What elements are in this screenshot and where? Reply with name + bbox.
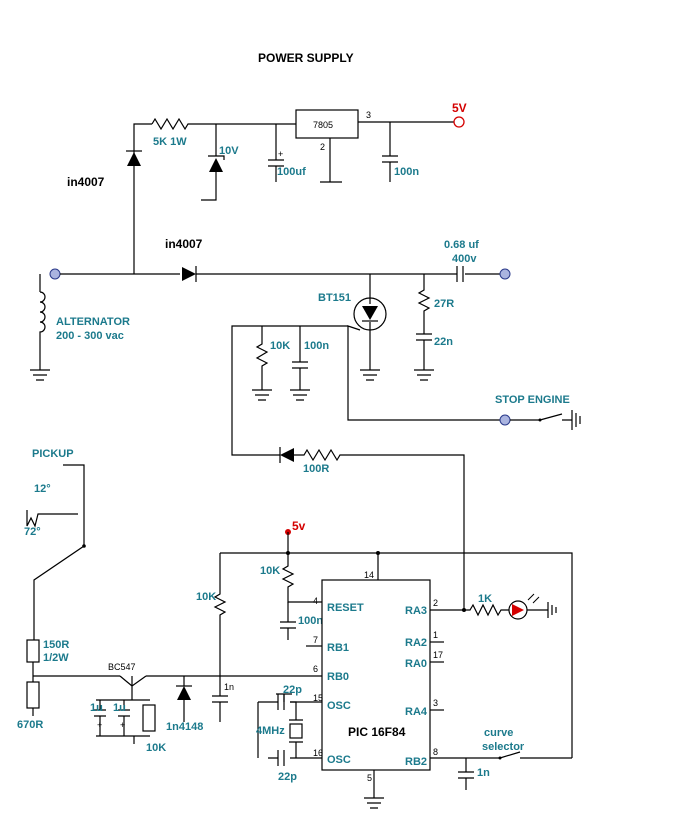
label-pin5: 5 <box>367 773 372 783</box>
resistor-5k <box>151 117 296 131</box>
label-5v-top: 5V <box>452 101 467 115</box>
label-pin7: 7 <box>313 635 318 645</box>
zener-diode <box>209 158 223 172</box>
label-068uf: 0.68 uf <box>444 239 479 251</box>
pic-section: 5v 10K 100n 14 RESET 4 RB1 7 RB0 6 OSC 1… <box>220 519 573 809</box>
label-150r: 150R <box>43 639 69 651</box>
label-10k-emitter: 10K <box>146 742 166 754</box>
label-10k-gate: 10K <box>270 340 290 352</box>
resistor-150r <box>26 639 40 663</box>
diode-in4007-b <box>182 267 196 281</box>
pic16f84-chip <box>321 579 431 771</box>
svg-text:+: + <box>278 149 283 159</box>
label-stop-engine: STOP ENGINE <box>495 394 570 406</box>
diode-1n4148 <box>177 686 191 700</box>
label-osc1: OSC <box>327 700 351 712</box>
label-rb2: RB2 <box>405 756 427 768</box>
terminal-stop-engine <box>499 414 511 426</box>
label-670r: 670R <box>17 719 43 731</box>
label-rb0: RB0 <box>327 671 349 683</box>
label-ra0: RA0 <box>405 658 427 670</box>
label-7805: 7805 <box>313 120 333 130</box>
label-72deg: 72° <box>24 526 41 538</box>
label-10k-base: 10K <box>196 591 216 603</box>
label-12deg: 12° <box>34 483 51 495</box>
label-in4007-a: in4007 <box>67 175 105 189</box>
label-in4007-b: in4007 <box>165 237 203 251</box>
label-bc547: BC547 <box>108 662 136 672</box>
label-100n-gate: 100n <box>304 340 329 352</box>
label-osc2: OSC <box>327 754 351 766</box>
label-pin16: 16 <box>313 748 323 758</box>
crystal-4mhz <box>289 723 303 739</box>
label-400v: 400v <box>452 253 477 265</box>
label-1u-a: 1u <box>90 702 103 714</box>
diode-in4007-a <box>127 152 141 166</box>
label-100n-reset: 100n <box>298 615 323 627</box>
label-reg-pin2: 2 <box>320 142 325 152</box>
label-pin6: 6 <box>313 664 318 674</box>
label-1u-b: 1u <box>113 702 126 714</box>
label-pin17: 17 <box>433 650 443 660</box>
label-1n-rb2: 1n <box>477 767 490 779</box>
alternator-coil <box>39 274 46 370</box>
label-pin1: 1 <box>433 630 438 640</box>
regulator-7805 <box>295 109 359 139</box>
resistor-10k-emitter <box>142 704 156 732</box>
label-alternator: ALTERNATOR <box>56 316 130 328</box>
hv-line-section: in4007 0.68 uf 400v ALTERNATOR 200 - 300… <box>30 237 581 610</box>
label-150r-watt: 1/2W <box>43 652 69 664</box>
label-ra3: RA3 <box>405 605 427 617</box>
label-pin2: 2 <box>433 598 438 608</box>
label-4mhz: 4MHz <box>256 725 285 737</box>
label-alternator-range: 200 - 300 vac <box>56 330 124 342</box>
label-pin8: 8 <box>433 747 438 757</box>
svg-text:+: + <box>97 720 102 730</box>
resistor-670r <box>26 681 40 709</box>
terminal-alternator <box>49 268 61 280</box>
terminal-output <box>499 268 511 280</box>
label-5v-mid: 5v <box>292 519 306 533</box>
label-22p-a: 22p <box>283 684 302 696</box>
label-bt151: BT151 <box>318 292 351 304</box>
label-5k: 5K 1W <box>153 136 187 148</box>
label-pin4: 4 <box>313 596 318 606</box>
label-pin3: 3 <box>433 698 438 708</box>
label-reg-pin3: 3 <box>366 110 371 120</box>
label-reset: RESET <box>327 602 364 614</box>
label-chip: PIC 16F84 <box>348 725 406 739</box>
pickup-section: PICKUP 12° 72° 150R 1/2W 670R BC547 1u 1… <box>17 448 234 754</box>
power-supply-section: in4007 5K 1W 10V + 100uf 7805 2 3 5V 100… <box>67 101 467 274</box>
label-selector: selector <box>482 741 525 753</box>
label-ra4: RA4 <box>405 706 428 718</box>
label-pin14: 14 <box>364 570 374 580</box>
label-ra2: RA2 <box>405 637 427 649</box>
label-10k-reset: 10K <box>260 565 280 577</box>
label-22p-b: 22p <box>278 771 297 783</box>
label-100uf: 100uf <box>277 166 306 178</box>
label-100n-top: 100n <box>394 166 419 178</box>
label-rb1: RB1 <box>327 642 349 654</box>
svg-text:+: + <box>120 720 125 730</box>
label-zener: 10V <box>219 145 239 157</box>
label-100r: 100R <box>303 463 329 475</box>
terminal-5v-top <box>453 116 465 128</box>
label-pickup: PICKUP <box>32 448 74 460</box>
diagram-title: POWER SUPPLY <box>258 51 354 65</box>
label-1n4148: 1n4148 <box>166 721 203 733</box>
label-1n-base: 1n <box>224 682 234 692</box>
label-1k: 1K <box>478 593 492 605</box>
label-22n: 22n <box>434 336 453 348</box>
diode-gate <box>280 448 294 462</box>
label-27r: 27R <box>434 298 454 310</box>
label-curve: curve <box>484 727 513 739</box>
label-pin15: 15 <box>313 693 323 703</box>
